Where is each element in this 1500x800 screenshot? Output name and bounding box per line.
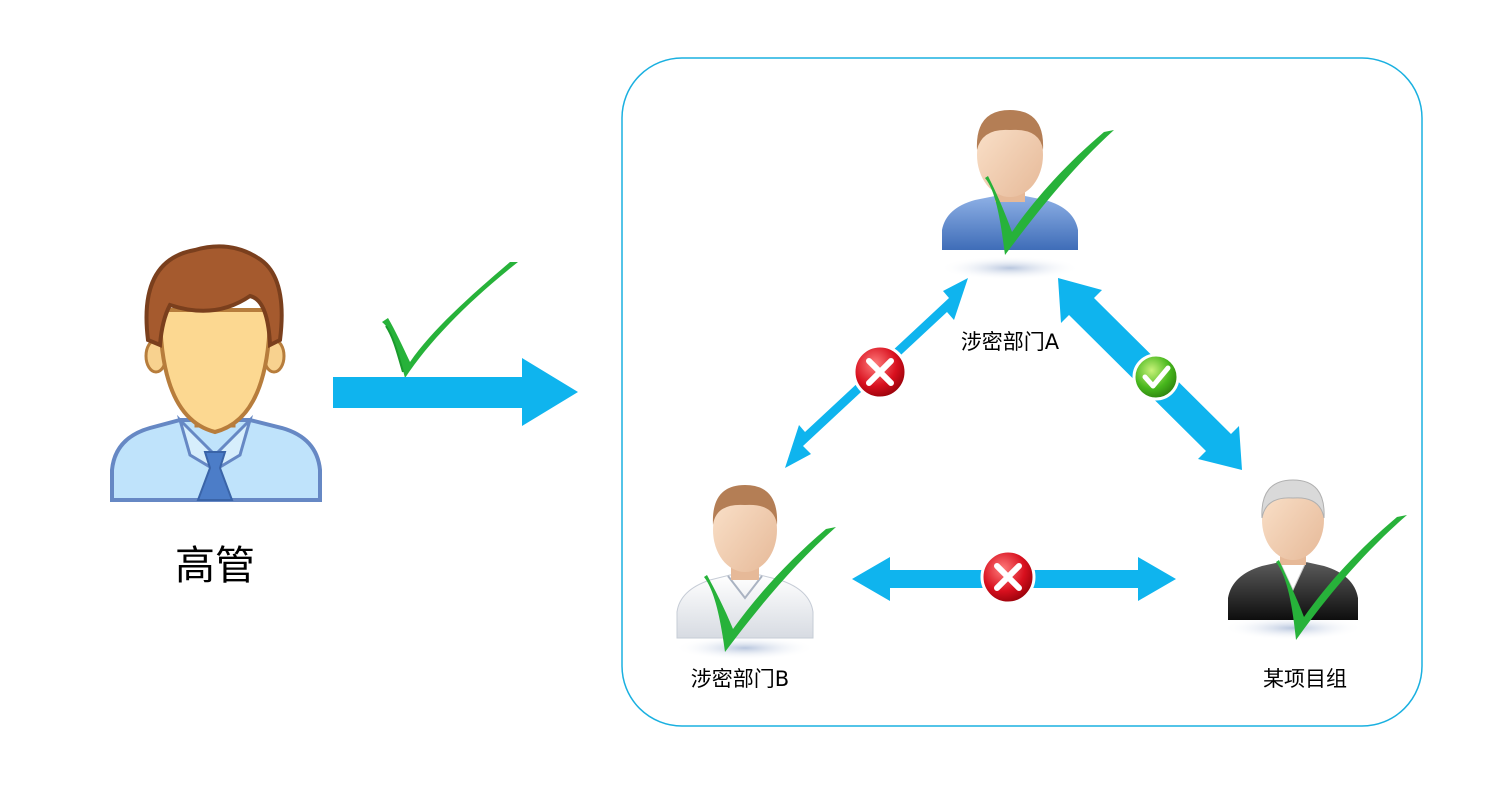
executive-access-arrow	[333, 358, 578, 426]
dept-a-label: 涉密部门A	[960, 330, 1060, 354]
executive-avatar-icon	[110, 244, 322, 502]
dept-a-avatar-icon	[940, 110, 1080, 280]
executive-label: 高管	[175, 543, 255, 589]
deny-badge-icon	[852, 344, 908, 400]
secure-zone-frame	[621, 57, 1423, 727]
dept-a-check-icon	[985, 130, 1114, 255]
dept-b-label: 涉密部门B	[690, 667, 790, 691]
dept-b-avatar-icon	[675, 485, 815, 660]
deny-badge-icon	[980, 549, 1036, 605]
project-group-avatar-icon	[1223, 479, 1363, 640]
dept-b-check-icon	[704, 527, 836, 652]
project-group-label: 某项目组	[1263, 667, 1347, 691]
executive-check-icon	[382, 262, 518, 378]
project-group-check-icon	[1276, 515, 1407, 640]
allow-badge-icon	[1132, 353, 1180, 401]
